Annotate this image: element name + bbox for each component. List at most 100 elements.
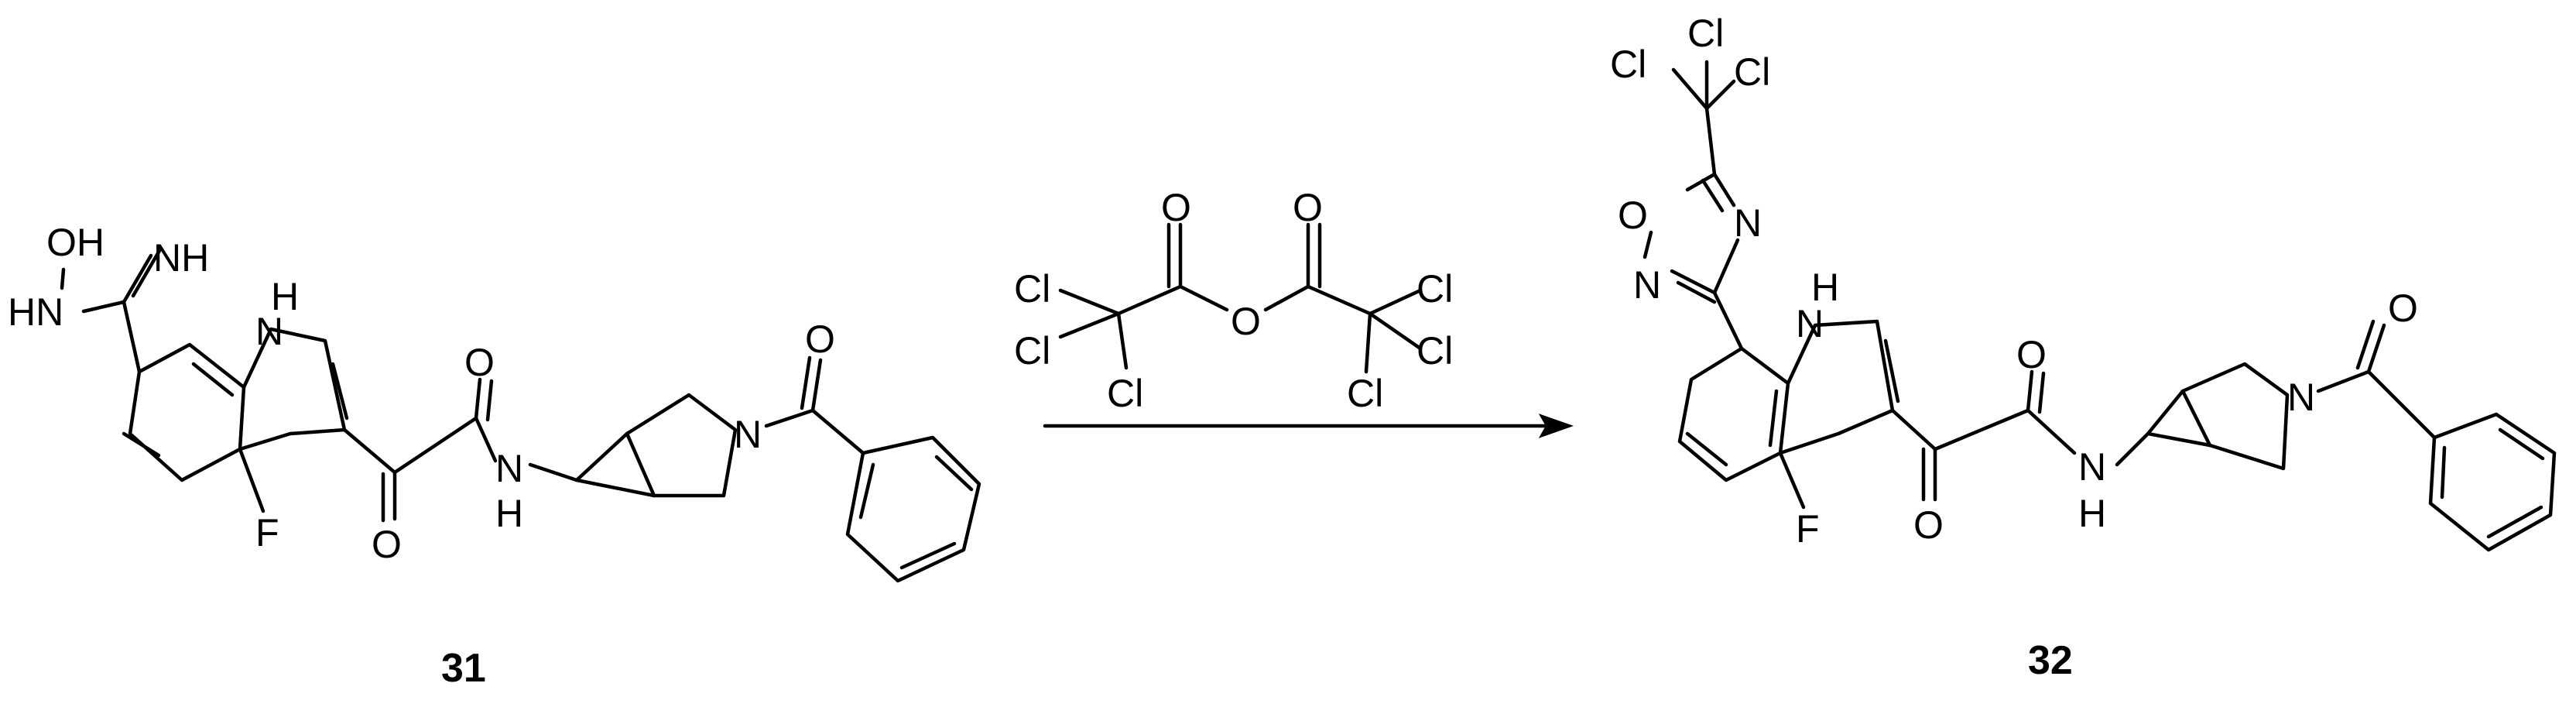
atom-label: O bbox=[1618, 194, 1648, 237]
atom-label: Cl bbox=[1610, 43, 1646, 86]
bond bbox=[574, 431, 656, 498]
atom-label: O bbox=[1161, 186, 1191, 229]
atom-label: O bbox=[2388, 287, 2418, 330]
bond bbox=[1671, 67, 1709, 111]
bond bbox=[81, 300, 126, 314]
bond bbox=[1178, 284, 1229, 312]
atom-label: H bbox=[2078, 492, 2106, 535]
atom-label: H bbox=[495, 492, 523, 535]
atom-label: F bbox=[1796, 507, 1820, 551]
compound-32-labels: Cl Cl Cl O N N N H O O N H F N O 32 bbox=[1610, 12, 2418, 683]
compound-label: 32 bbox=[2028, 638, 2073, 683]
compound-31-labels: OH NH HN N H O O N H F N O 31 bbox=[8, 221, 835, 691]
atom-label: H bbox=[1811, 266, 1839, 309]
bond bbox=[1768, 389, 1779, 448]
bond bbox=[2366, 323, 2386, 374]
atom-label: F bbox=[255, 511, 279, 554]
bond bbox=[60, 267, 66, 290]
bond bbox=[1368, 311, 1423, 351]
bond bbox=[1712, 238, 1740, 295]
reagent-structure bbox=[1058, 222, 1423, 374]
atom-label: Cl bbox=[1687, 12, 1724, 55]
atom-label: Cl bbox=[1014, 267, 1050, 311]
bond bbox=[2180, 362, 2290, 471]
bond bbox=[764, 408, 815, 428]
bond bbox=[1364, 311, 1372, 374]
atom-label: Cl bbox=[1734, 50, 1770, 94]
atom-label: O bbox=[1913, 503, 1944, 547]
bond bbox=[528, 462, 579, 482]
reaction-arrow bbox=[1043, 414, 1574, 438]
atom-label: O bbox=[1293, 186, 1323, 229]
atom-label: N bbox=[255, 310, 283, 353]
bond bbox=[191, 362, 235, 397]
bond bbox=[1685, 172, 1717, 192]
atom-label: O bbox=[1231, 300, 1261, 343]
atom-label: N bbox=[1734, 201, 1762, 245]
compound-label: 31 bbox=[441, 646, 486, 691]
arrow-head bbox=[1538, 414, 1574, 438]
atom-label: N bbox=[734, 413, 762, 456]
atom-label: Cl bbox=[1107, 372, 1143, 415]
bond bbox=[1670, 269, 1717, 295]
atom-label: N bbox=[495, 447, 523, 490]
bond bbox=[1701, 178, 1725, 213]
atom-label: N bbox=[1633, 263, 1661, 307]
bond bbox=[1676, 280, 1717, 304]
atom-label: Cl bbox=[1416, 267, 1453, 311]
bond bbox=[342, 427, 397, 475]
atom-label: N bbox=[2078, 445, 2106, 489]
bond bbox=[238, 327, 347, 451]
atom-label: N bbox=[1796, 302, 1824, 345]
bond bbox=[1704, 79, 1736, 111]
bond bbox=[845, 435, 981, 583]
bond bbox=[1263, 284, 1310, 312]
atom-label: HN bbox=[8, 290, 63, 334]
bond bbox=[2146, 389, 2212, 448]
bond bbox=[934, 455, 974, 492]
bond bbox=[122, 431, 161, 458]
bond bbox=[2486, 505, 2543, 539]
bond bbox=[1058, 311, 1121, 339]
bond bbox=[1058, 288, 1121, 316]
bond bbox=[2498, 427, 2545, 461]
bond bbox=[238, 447, 265, 513]
atom-label: O bbox=[372, 523, 402, 566]
atom-label: N bbox=[2287, 376, 2315, 419]
reagent-labels: O O O Cl Cl Cl Cl Cl Cl bbox=[1014, 186, 1453, 415]
atom-label: H bbox=[271, 275, 299, 318]
compound-31-structure bbox=[60, 247, 981, 583]
bond bbox=[858, 462, 875, 520]
bond bbox=[810, 408, 865, 455]
bond bbox=[810, 358, 823, 413]
bond bbox=[2037, 371, 2046, 414]
bond bbox=[485, 379, 494, 422]
bond bbox=[1712, 172, 1736, 208]
bond bbox=[1643, 230, 1653, 259]
bond bbox=[122, 253, 153, 304]
bond bbox=[2316, 369, 2371, 393]
bond bbox=[2355, 319, 2376, 370]
bond bbox=[1778, 451, 1806, 510]
bond bbox=[1368, 288, 1423, 316]
bond bbox=[1116, 284, 1183, 316]
bond bbox=[122, 300, 142, 374]
bond bbox=[2026, 408, 2077, 455]
bond bbox=[1685, 431, 1728, 467]
bond bbox=[1933, 408, 2030, 451]
bond bbox=[131, 247, 163, 298]
bond bbox=[2440, 445, 2447, 499]
bond bbox=[1704, 106, 1717, 177]
bond bbox=[625, 393, 738, 498]
bond bbox=[2115, 431, 2150, 467]
atom-label: O bbox=[2016, 333, 2047, 376]
atom-label: OH bbox=[46, 221, 104, 264]
bond bbox=[1712, 290, 1744, 351]
bond bbox=[474, 377, 482, 421]
bond bbox=[2026, 369, 2034, 413]
atom-label: O bbox=[805, 318, 835, 361]
bond bbox=[474, 416, 498, 463]
atom-label: O bbox=[464, 341, 495, 384]
bond bbox=[1116, 311, 1129, 370]
